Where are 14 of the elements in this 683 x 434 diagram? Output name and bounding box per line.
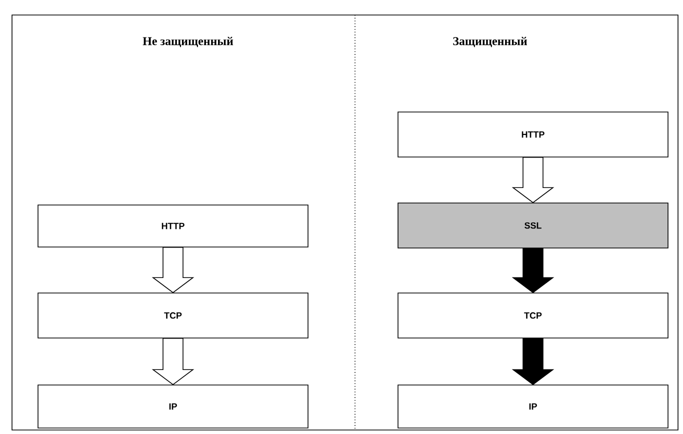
column-heading: Защищенный — [453, 36, 528, 48]
layer-box: IP — [38, 384, 308, 428]
block-arrow — [512, 248, 554, 294]
layer-box: TCP — [398, 292, 668, 338]
layer-box: TCP — [38, 292, 308, 338]
block-arrow — [152, 247, 194, 294]
layer-box: HTTP — [398, 112, 668, 158]
layer-box: IP — [398, 384, 668, 428]
block-arrow — [152, 338, 194, 386]
column-heading: Не защищенный — [142, 36, 234, 48]
layer-box: HTTP — [38, 204, 308, 248]
block-arrow — [512, 338, 554, 386]
layer-box: SSL — [398, 202, 668, 248]
block-arrow — [512, 157, 554, 204]
